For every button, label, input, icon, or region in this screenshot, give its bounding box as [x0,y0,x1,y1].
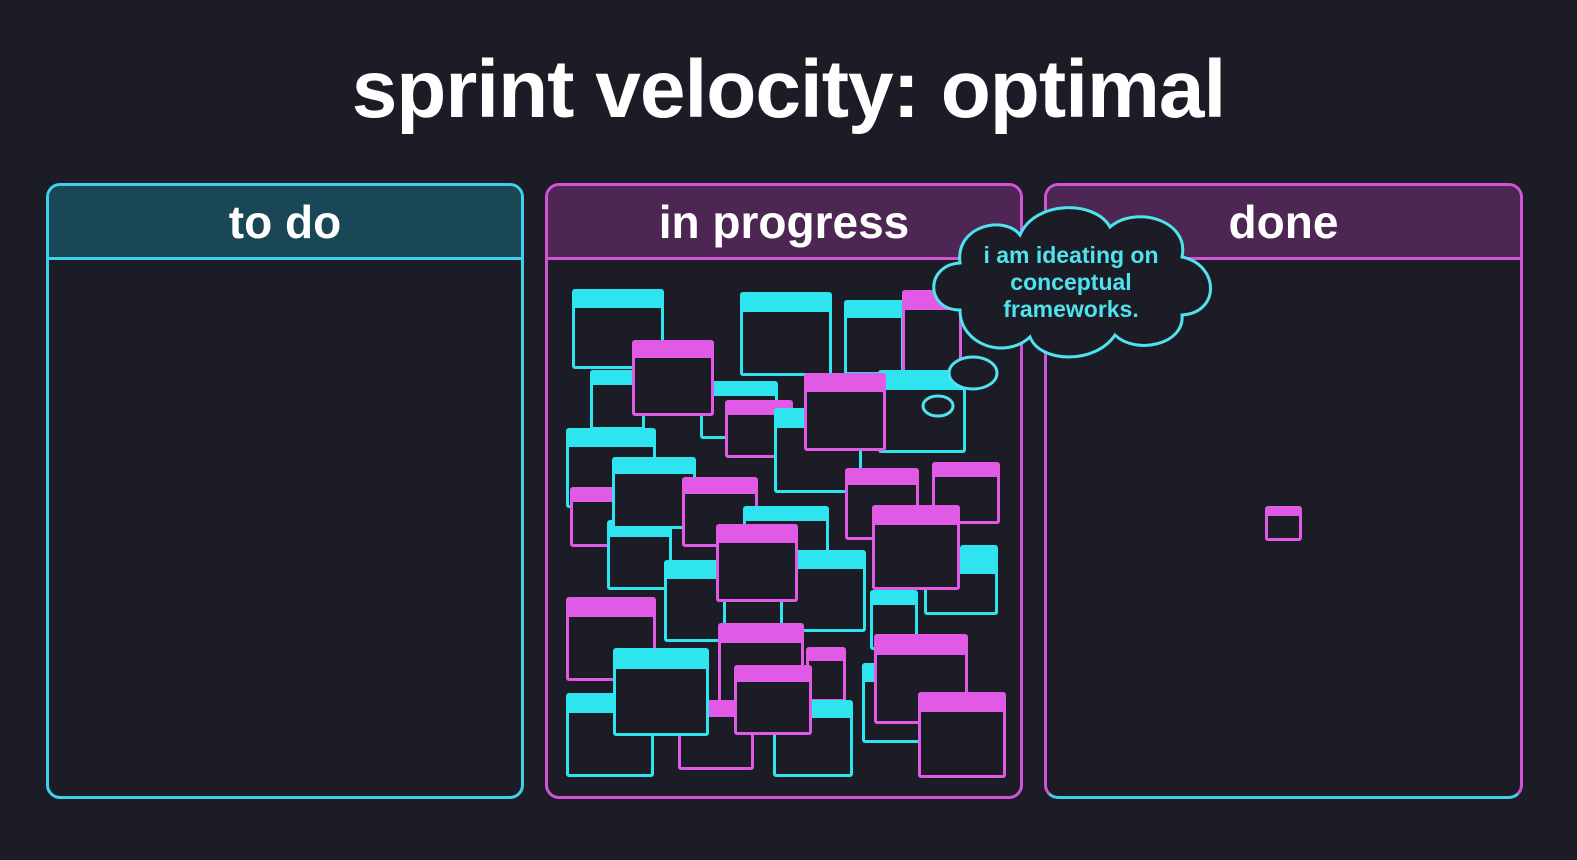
thought-bubble-text: i am ideating on conceptual frameworks. [983,242,1159,322]
thought-dot-small-icon [921,394,955,418]
page-title: sprint velocity: optimal [351,44,1227,135]
thought-dot-large-icon [947,355,999,391]
column-header-in-progress: in progress [548,186,1020,260]
thought-bubble-icon [932,206,1212,359]
column-in-progress[interactable]: in progress [545,183,1023,799]
column-header-to-do: to do [49,186,521,260]
column-to-do[interactable]: to do [46,183,524,799]
